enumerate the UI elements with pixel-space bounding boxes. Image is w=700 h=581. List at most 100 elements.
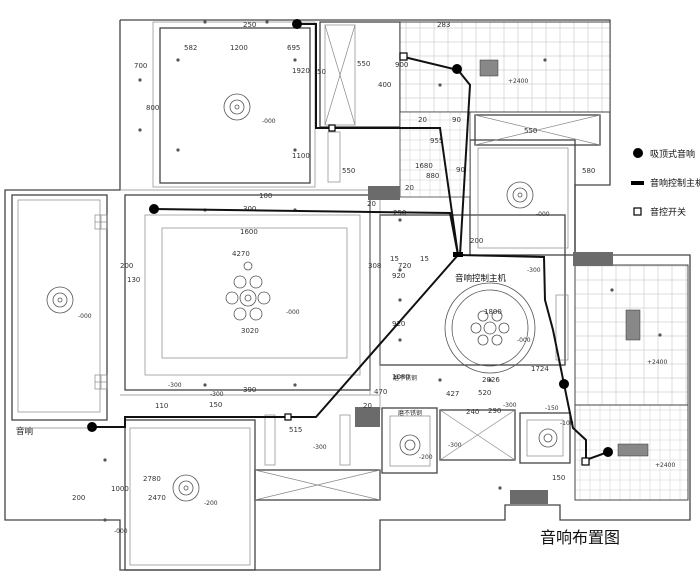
dim-15-b: 15 <box>420 255 429 263</box>
dim-2026: 2026 <box>482 376 500 384</box>
height-marks: +2400 +2400 +2400 磨不锈钢 磨不锈钢 <box>393 78 675 469</box>
speakers <box>87 19 613 457</box>
ceiling-lamps <box>46 93 558 502</box>
dim-20-a: 20 <box>418 116 427 124</box>
wire-kitchen-switch <box>403 56 472 256</box>
ceiling-speaker-icon <box>559 379 569 389</box>
dim-1600: 1600 <box>240 228 258 236</box>
dim-308: 308 <box>368 262 381 270</box>
ceiling-level-marks: -000 -000 -000 -000 -300 -300 -300 -300 … <box>78 118 574 535</box>
level-mark: -300 <box>448 442 462 449</box>
dim-1000: 1000 <box>111 485 129 493</box>
dim-200-b: 200 <box>470 237 483 245</box>
dim-695: 695 <box>287 44 300 52</box>
wire-south-speaker <box>92 254 459 428</box>
dim-550-b: 550 <box>342 167 355 175</box>
legend: 吸顶式音响 音响控制主机 音控开关 <box>631 148 700 218</box>
level-mark: -300 <box>527 267 541 274</box>
material-note: 磨不锈钢 <box>393 374 417 382</box>
dim-470: 470 <box>374 388 387 396</box>
dim-50: 50 <box>317 68 326 76</box>
dim-130: 130 <box>127 276 140 284</box>
dim-200-a: 200 <box>120 262 133 270</box>
legend-label-host: 音响控制主机 <box>650 177 700 189</box>
volume-switch-icon <box>284 413 292 421</box>
level-mark: -300 <box>313 444 327 451</box>
dim-720: 720 <box>398 262 411 270</box>
level-mark: -200 <box>419 454 433 461</box>
dim-283: 283 <box>437 21 450 29</box>
dim-250: 250 <box>243 21 256 29</box>
ceiling-speaker-icon <box>292 19 302 29</box>
fixtures <box>94 131 569 466</box>
wire-living-speaker <box>153 208 459 256</box>
control-host-label: 音响控制主机 <box>455 273 507 284</box>
dim-582: 582 <box>184 44 197 52</box>
level-mark: -200 <box>204 500 218 507</box>
dim-2470: 2470 <box>148 494 166 502</box>
dim-1920: 1920 <box>292 67 310 75</box>
dim-150-b: 150 <box>552 474 565 482</box>
level-mark: -000 <box>536 211 550 218</box>
level-mark: -300 <box>503 402 517 409</box>
dim-3020: 3020 <box>241 327 259 335</box>
wire-bedroom-speaker <box>297 23 459 256</box>
dim-20-d: 20 <box>363 402 372 410</box>
level-mark: -000 <box>286 309 300 316</box>
dim-300-a: 300 <box>243 205 256 213</box>
speaker-label: 音响 <box>16 426 33 437</box>
tiled-areas <box>399 21 689 501</box>
dim-1724: 1724 <box>531 365 549 373</box>
dim-955: 955 <box>430 137 443 145</box>
dark-blocks <box>355 59 649 504</box>
level-mark: -150 <box>545 405 559 412</box>
dimension-labels: 250 283 582 1200 695 700 800 1920 50 550… <box>72 21 595 502</box>
dim-550-c: 550 <box>524 127 537 135</box>
dim-150-a: 150 <box>209 401 222 409</box>
dim-400: 400 <box>378 81 391 89</box>
height-mark: +2400 <box>655 462 675 469</box>
ceiling-speaker-icon <box>87 422 97 432</box>
level-mark: -000 <box>78 313 92 320</box>
volume-switch-icon <box>633 207 642 216</box>
dim-2780: 2780 <box>143 475 161 483</box>
dim-4270: 4270 <box>232 250 250 258</box>
dim-90-b: 90 <box>456 166 465 174</box>
dim-920-a: 920 <box>392 272 405 280</box>
dim-1200: 1200 <box>230 44 248 52</box>
height-mark: +2400 <box>508 78 528 85</box>
dim-390: 390 <box>243 386 256 394</box>
dim-100: 100 <box>259 192 272 200</box>
dim-110: 110 <box>155 402 168 410</box>
dim-1800: 1800 <box>484 308 502 316</box>
dim-1680: 1680 <box>415 162 433 170</box>
volume-switch-icon <box>399 52 408 61</box>
dim-520: 520 <box>478 389 491 397</box>
volume-switch-icon <box>328 124 336 132</box>
ceiling-speaker-icon <box>149 204 159 214</box>
dim-200-c: 200 <box>72 494 85 502</box>
level-mark: -300 <box>210 391 224 398</box>
dim-290: 290 <box>488 407 501 415</box>
audio-wiring <box>92 23 609 462</box>
dim-1080: 1080 <box>392 373 410 381</box>
control-host-icon <box>453 252 463 257</box>
dim-90-a: 90 <box>452 116 461 124</box>
height-mark: +2400 <box>647 359 667 366</box>
dim-800: 800 <box>146 104 159 112</box>
dim-515: 515 <box>289 426 302 434</box>
ceiling-speaker-icon <box>633 148 643 158</box>
diagram-title: 音响布置图 <box>540 528 620 547</box>
volume-switches <box>284 52 590 466</box>
level-mark: -000 <box>262 118 276 125</box>
dim-427: 427 <box>446 390 459 398</box>
control-host-icon <box>631 181 644 185</box>
ceiling-speaker-icon <box>603 447 613 457</box>
dim-15-a: 15 <box>390 255 399 263</box>
dim-900: 900 <box>395 61 408 69</box>
material-note: 磨不锈钢 <box>398 409 422 417</box>
dim-880: 880 <box>426 172 439 180</box>
dim-700: 700 <box>134 62 147 70</box>
level-mark: -000 <box>114 528 128 535</box>
